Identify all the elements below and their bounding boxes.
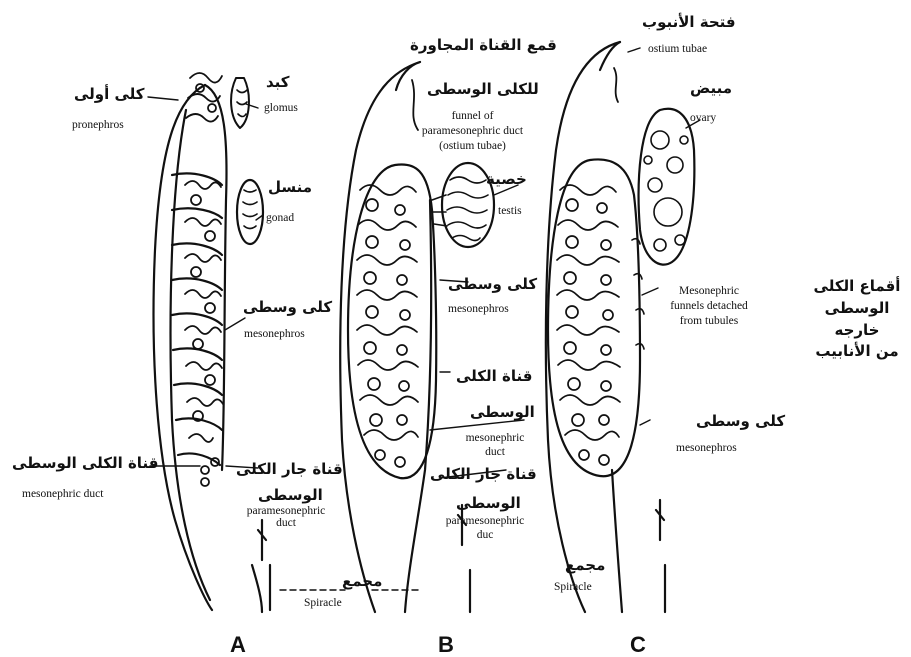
label-b-mesonephric-duct-ar-1: قناة الكلى	[456, 369, 532, 384]
label-c-mesonephros-ar: كلى وسطى	[696, 414, 785, 429]
label-a-pronephros: pronephros	[72, 120, 124, 132]
label-a-paramesonephric: paramesonephric duct	[236, 505, 336, 529]
label-a-liver-ar: كبد	[266, 75, 290, 90]
panel-a-body	[148, 73, 345, 612]
label-b-funnel-ar-2: للكلى الوسطى	[427, 82, 539, 97]
panel-c-body	[546, 42, 700, 612]
label-a-paramesonephric-ar-2: الوسطى	[258, 488, 323, 503]
label-a-mesonephros-ar: كلى وسطى	[243, 300, 332, 315]
label-a-gonad: gonad	[266, 213, 294, 225]
label-b-testis: testis	[498, 206, 522, 218]
label-b-funnel: funnel of paramesonephric duct (ostium t…	[400, 110, 545, 152]
label-c-ostium-ar: فتحة الأنبوب	[642, 15, 736, 30]
label-b-paramesonephric-ar-2: الوسطى	[456, 496, 521, 511]
label-b-funnel-ar-1: قمع القناة المجاورة	[410, 38, 557, 53]
label-c-ovary-ar: مبيض	[690, 81, 732, 96]
label-b-testis-ar: خصية	[486, 172, 527, 187]
label-c-funnels-ar: أقماع الكلى الوسطى خارجه من الأنابيب	[808, 276, 906, 363]
label-a-spiracle-ar: مجمع	[342, 574, 382, 589]
label-b-paramesonephric: paramesonephric duc	[430, 515, 540, 541]
label-b-spiracle-ar: مجمع	[565, 558, 605, 573]
label-b-mesonephros-ar: كلى وسطى	[448, 277, 537, 292]
label-a-spiracle: Spiracle	[304, 598, 342, 610]
label-a-mesonephric-duct-ar: قناة الكلى الوسطى	[12, 456, 158, 471]
label-c-ovary: ovary	[690, 113, 716, 125]
label-c-funnels-detached: Mesonephric funnels detached from tubule…	[650, 285, 768, 327]
panel-label-a: A	[230, 634, 246, 656]
label-a-gonad-ar: منسل	[268, 180, 312, 195]
label-a-kidney-first-ar: كلى أولى	[74, 87, 145, 102]
label-b-spiracle: Spiracle	[554, 582, 592, 594]
label-a-paramesonephric-ar-1: قناة جار الكلى	[236, 462, 343, 477]
label-c-mesonephros: mesonephros	[676, 443, 737, 455]
label-b-paramesonephric-ar-1: قناة جار الكلى	[430, 467, 537, 482]
panel-label-c: C	[630, 634, 646, 656]
label-c-ostium: ostium tubae	[648, 44, 707, 56]
label-b-mesonephros: mesonephros	[448, 304, 509, 316]
panel-label-b: B	[438, 634, 454, 656]
label-a-mesonephric-duct: mesonephric duct	[22, 489, 103, 501]
label-b-mesonephric-duct: mesonephric duct	[455, 432, 535, 458]
label-a-mesonephros: mesonephros	[244, 329, 305, 341]
label-a-glomus: glomus	[264, 103, 298, 115]
label-b-mesonephric-duct-ar-2: الوسطى	[470, 405, 535, 420]
